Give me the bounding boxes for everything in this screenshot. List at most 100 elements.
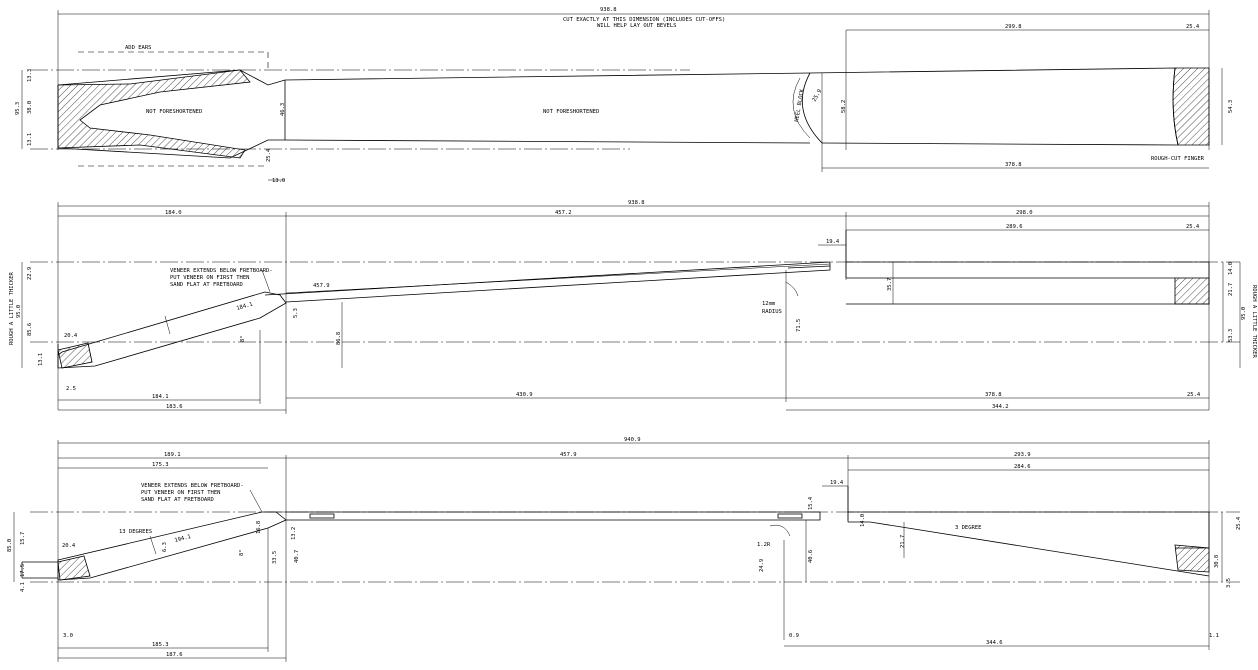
side-veneer-note-3: SAND FLAT AT FRETBOARD — [170, 282, 243, 288]
bottom-right-3-5: 3.5 — [1226, 578, 1232, 588]
side-right-53: 53.3 — [1228, 329, 1234, 342]
bottom-veneer-note-3: SAND FLAT AT FRETBOARD — [141, 497, 214, 503]
bottom-right-30: 30.8 — [1214, 555, 1220, 568]
bottom-dim-13: 13.2 — [291, 527, 297, 540]
side-fret-457: 457.9 — [313, 283, 330, 289]
side-bottom-25: 25.4 — [1187, 392, 1201, 398]
bottom-bottom-344: 344.6 — [986, 640, 1003, 646]
bottom-radius-1: 1.2R — [757, 542, 771, 548]
side-dim-19: 19.4 — [826, 239, 840, 245]
bottom-dim-21: 21.7 — [900, 535, 906, 548]
top-left-38: 38.0 — [27, 101, 33, 114]
bottom-dim-40b: 40.6 — [808, 550, 814, 563]
bottom-dim-15-4: 15.4 — [808, 496, 814, 510]
heel-radius-dim: 25.9 — [812, 89, 824, 103]
side-bottom-344: 344.2 — [992, 404, 1009, 410]
side-dim-86: 86.8 — [336, 332, 342, 345]
neck-25-dim: 25.4 — [266, 148, 272, 162]
bottom-left-4: 4.1 — [20, 582, 26, 592]
side-dim-5-3: 5.3 — [293, 308, 299, 318]
bottom-dim-19: 19.4 — [830, 480, 844, 486]
side-dim-25: 25.4 — [1186, 224, 1200, 230]
bottom-dim-40: 40.7 — [294, 550, 300, 563]
neck-46-dim: 46.3 — [280, 103, 286, 116]
bottom-dim-284: 284.6 — [1014, 464, 1031, 470]
side-bottom-183: 183.6 — [166, 404, 183, 410]
bottom-bottom-185: 185.3 — [152, 642, 169, 648]
bottom-dim-14: 14.0 — [860, 514, 866, 527]
bottom-bottom-0: 0.9 — [789, 633, 799, 639]
rough-cut-finger-label: ROUGH-CUT FINGER — [1151, 156, 1205, 162]
side-veneer-note-1: VENEER EXTENDS BELOW FRETBOARD- — [170, 268, 273, 274]
side-angle-20: 20.4 — [64, 333, 78, 339]
side-dim-289: 289.6 — [1006, 224, 1023, 230]
bottom-bottom-3: 3.0 — [63, 633, 73, 639]
side-veneer-note-2: PUT VENEER ON FIRST THEN — [170, 275, 249, 281]
side-left-13: 13.1 — [38, 353, 44, 366]
side-dim-184: 184.0 — [165, 210, 182, 216]
bottom-3-degree: 3 DEGREE — [955, 525, 982, 531]
side-right-21: 21.7 — [1228, 283, 1234, 296]
top-left-13-bot: 13.1 — [27, 133, 33, 146]
bottom-dim-293: 293.9 — [1014, 452, 1031, 458]
side-bottom-2-5: 2.5 — [66, 386, 76, 392]
top-dim-299: 299.8 — [1005, 24, 1022, 30]
bottom-dim-189: 189.1 — [164, 452, 181, 458]
bottom-13-degrees: 13 DEGREES — [119, 529, 152, 535]
bottom-angle-6: 6.3 — [162, 542, 168, 552]
bottom-angle-8: 8° — [239, 549, 245, 556]
top-view: 938.8 CUT EXACTLY AT THIS DIMENSION (INC… — [15, 7, 1234, 184]
side-dim-298: 298.0 — [1016, 210, 1033, 216]
side-bottom-378: 378.8 — [985, 392, 1002, 398]
side-bottom-430: 430.9 — [516, 392, 533, 398]
top-dim-378: 378.8 — [1005, 162, 1022, 168]
heel-width-dim: 58.2 — [841, 100, 847, 113]
bottom-dim-33: 33.5 — [272, 551, 278, 564]
side-overall-dim: 938.8 — [628, 200, 645, 206]
bottom-angle-20: 20.4 — [62, 543, 76, 549]
side-right-95: 95.0 — [1241, 307, 1247, 320]
top-left-95: 95.3 — [15, 102, 21, 115]
heel-block-label: HEEL BLOCK — [794, 88, 806, 122]
bottom-dim-175: 175.3 — [152, 462, 169, 468]
bottom-dim-16: 16.8 — [256, 521, 262, 534]
side-left-85: 85.6 — [27, 323, 33, 336]
neck-13-dim: 13.0 — [272, 178, 285, 184]
top-overall-note-1: CUT EXACTLY AT THIS DIMENSION (INCLUDES … — [563, 17, 725, 23]
side-dim-71: 71.5 — [796, 319, 802, 332]
not-foreshortened-2: NOT FORESHORTENED — [543, 109, 599, 115]
bottom-left-17: 17.5 — [20, 564, 26, 577]
side-right-14: 14.0 — [1228, 262, 1234, 275]
side-radius-12: 12mm — [762, 301, 776, 307]
bottom-overall-dim: 940.9 — [624, 437, 641, 443]
side-view: 938.8 184.0 457.2 298.0 289.6 25.4 19.4 — [9, 200, 1257, 414]
side-dim-457: 457.2 — [555, 210, 572, 216]
top-dim-25: 25.4 — [1186, 24, 1200, 30]
add-ears-label: ADD EARS — [125, 45, 152, 51]
side-angle-8: 8° — [240, 335, 246, 342]
bottom-view: 940.9 189.1 457.9 293.9 175.3 284.6 19.4… — [7, 437, 1242, 662]
bottom-dim-457: 457.9 — [560, 452, 577, 458]
not-foreshortened-1: NOT FORESHORTENED — [146, 109, 202, 115]
bottom-left-85: 85.0 — [7, 539, 13, 552]
side-bottom-184: 184.1 — [152, 394, 169, 400]
side-dim-184-1: 184.1 — [236, 302, 254, 312]
bottom-dim-194: 194.1 — [174, 534, 192, 544]
side-left-22: 22.9 — [27, 267, 33, 280]
bottom-veneer-note-2: PUT VENEER ON FIRST THEN — [141, 490, 220, 496]
bottom-left-15: 15.7 — [20, 532, 26, 545]
side-rough-right: ROUGH A LITTLE THICKER — [1251, 285, 1257, 359]
side-left-95: 95.0 — [16, 305, 22, 318]
side-radius-label: RADIUS — [762, 309, 782, 315]
bottom-bottom-1: 1.1 — [1209, 633, 1219, 639]
top-right-54: 54.3 — [1228, 100, 1234, 113]
side-rough-left: ROUGH A LITTLE THICKER — [9, 271, 15, 345]
top-overall-dim: 938.8 — [600, 7, 617, 13]
bottom-bottom-187: 187.6 — [166, 652, 183, 658]
side-dim-35: 35.7 — [887, 278, 893, 291]
bottom-right-25: 25.4 — [1236, 516, 1242, 530]
bottom-veneer-note-1: VENEER EXTENDS BELOW FRETBOARD- — [141, 483, 244, 489]
bottom-dim-24: 24.9 — [759, 559, 765, 572]
top-left-13-top: 13.3 — [27, 69, 33, 82]
